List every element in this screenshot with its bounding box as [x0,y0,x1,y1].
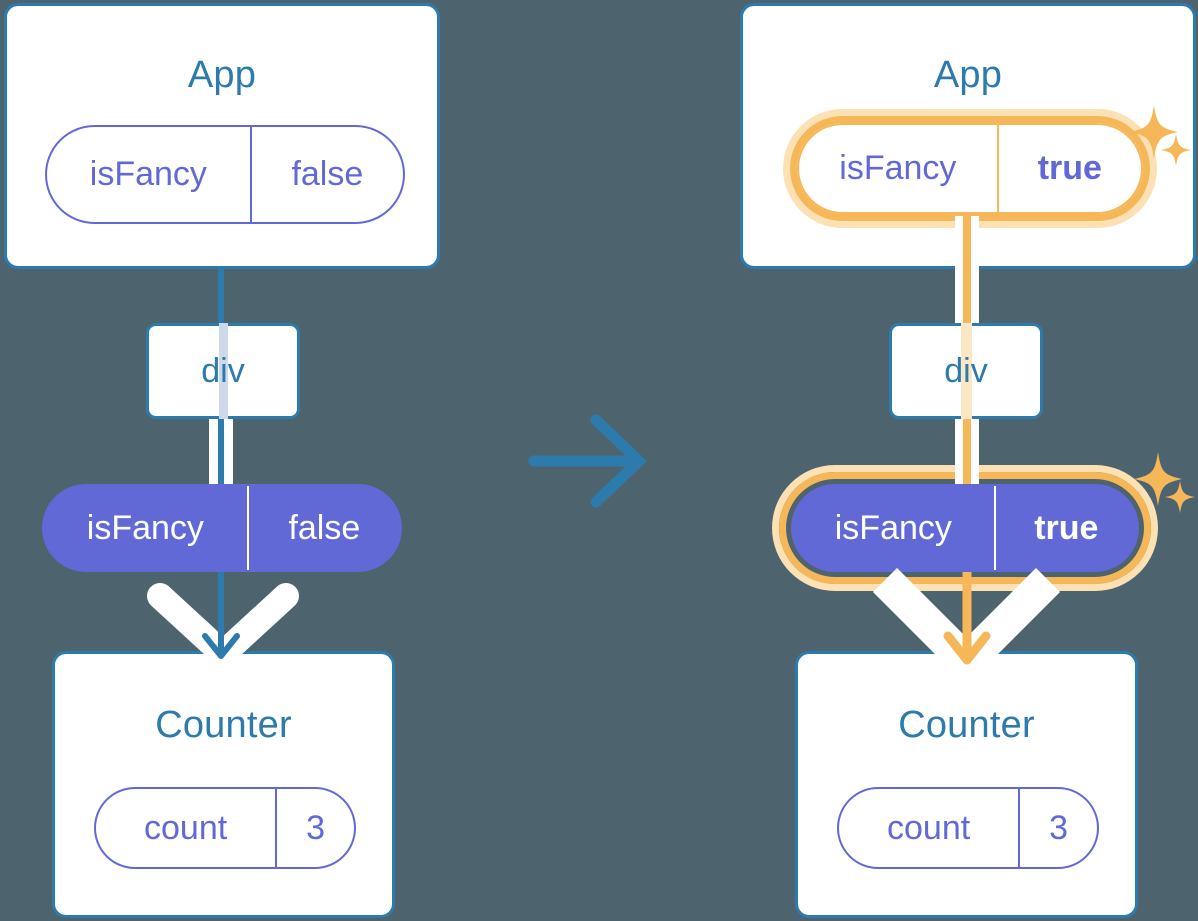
render-chevron-after [872,567,1061,668]
state-pill-name: count [144,808,228,847]
element-label-div-before: div [201,351,245,390]
state-pill-value: false [249,127,403,222]
component-box-counter-before: Counter count 3 [52,651,395,918]
state-pill-name: isFancy [839,149,957,187]
state-pill-isfancy-app-after[interactable]: isFancy true [797,123,1143,214]
component-title-app-before: App [187,54,257,96]
prop-pill-value: false [246,486,400,570]
right-arrow-icon [528,414,647,508]
connector-through-div-after [961,323,972,419]
connector-arrow-prop-to-counter-after [943,572,991,665]
component-title-app-after: App [933,54,1003,96]
connector-through-div-before [219,323,228,419]
component-title-counter-after: Counter [898,704,1035,746]
element-box-div-after: div [889,323,1043,419]
state-pill-name: isFancy [89,155,207,193]
prop-pill-name: isFancy [834,508,952,547]
state-pill-value: 3 [1018,789,1097,867]
connector-div-to-prop-before [218,416,224,494]
prop-pill-isfancy-before[interactable]: isFancy false [42,484,402,572]
sparkle-star-icon [1165,481,1195,513]
connector-app-to-div-before [218,268,224,326]
state-pill-value: true [996,125,1141,212]
component-box-counter-after: Counter count 3 [795,651,1138,918]
element-box-div-before: div [146,323,300,419]
state-pill-isfancy-app-before[interactable]: isFancy false [45,125,405,224]
component-title-counter-before: Counter [155,704,292,746]
state-pill-count-after[interactable]: count 3 [837,787,1099,869]
state-pill-value: 3 [275,789,354,867]
prop-pill-value: true [993,486,1137,570]
component-box-app-before: App isFancy false [4,3,440,269]
render-chevron-before [147,583,299,665]
prop-pill-name: isFancy [86,508,204,547]
state-pill-count-before[interactable]: count 3 [94,787,356,869]
prop-pill-isfancy-after[interactable]: isFancy true [791,484,1139,572]
connector-div-to-prop-after [963,416,971,494]
connector-arrow-prop-to-counter-before [202,572,240,659]
state-pill-name: count [887,808,971,847]
element-label-div-after: div [944,351,988,390]
connector-app-to-div-after [963,216,971,326]
